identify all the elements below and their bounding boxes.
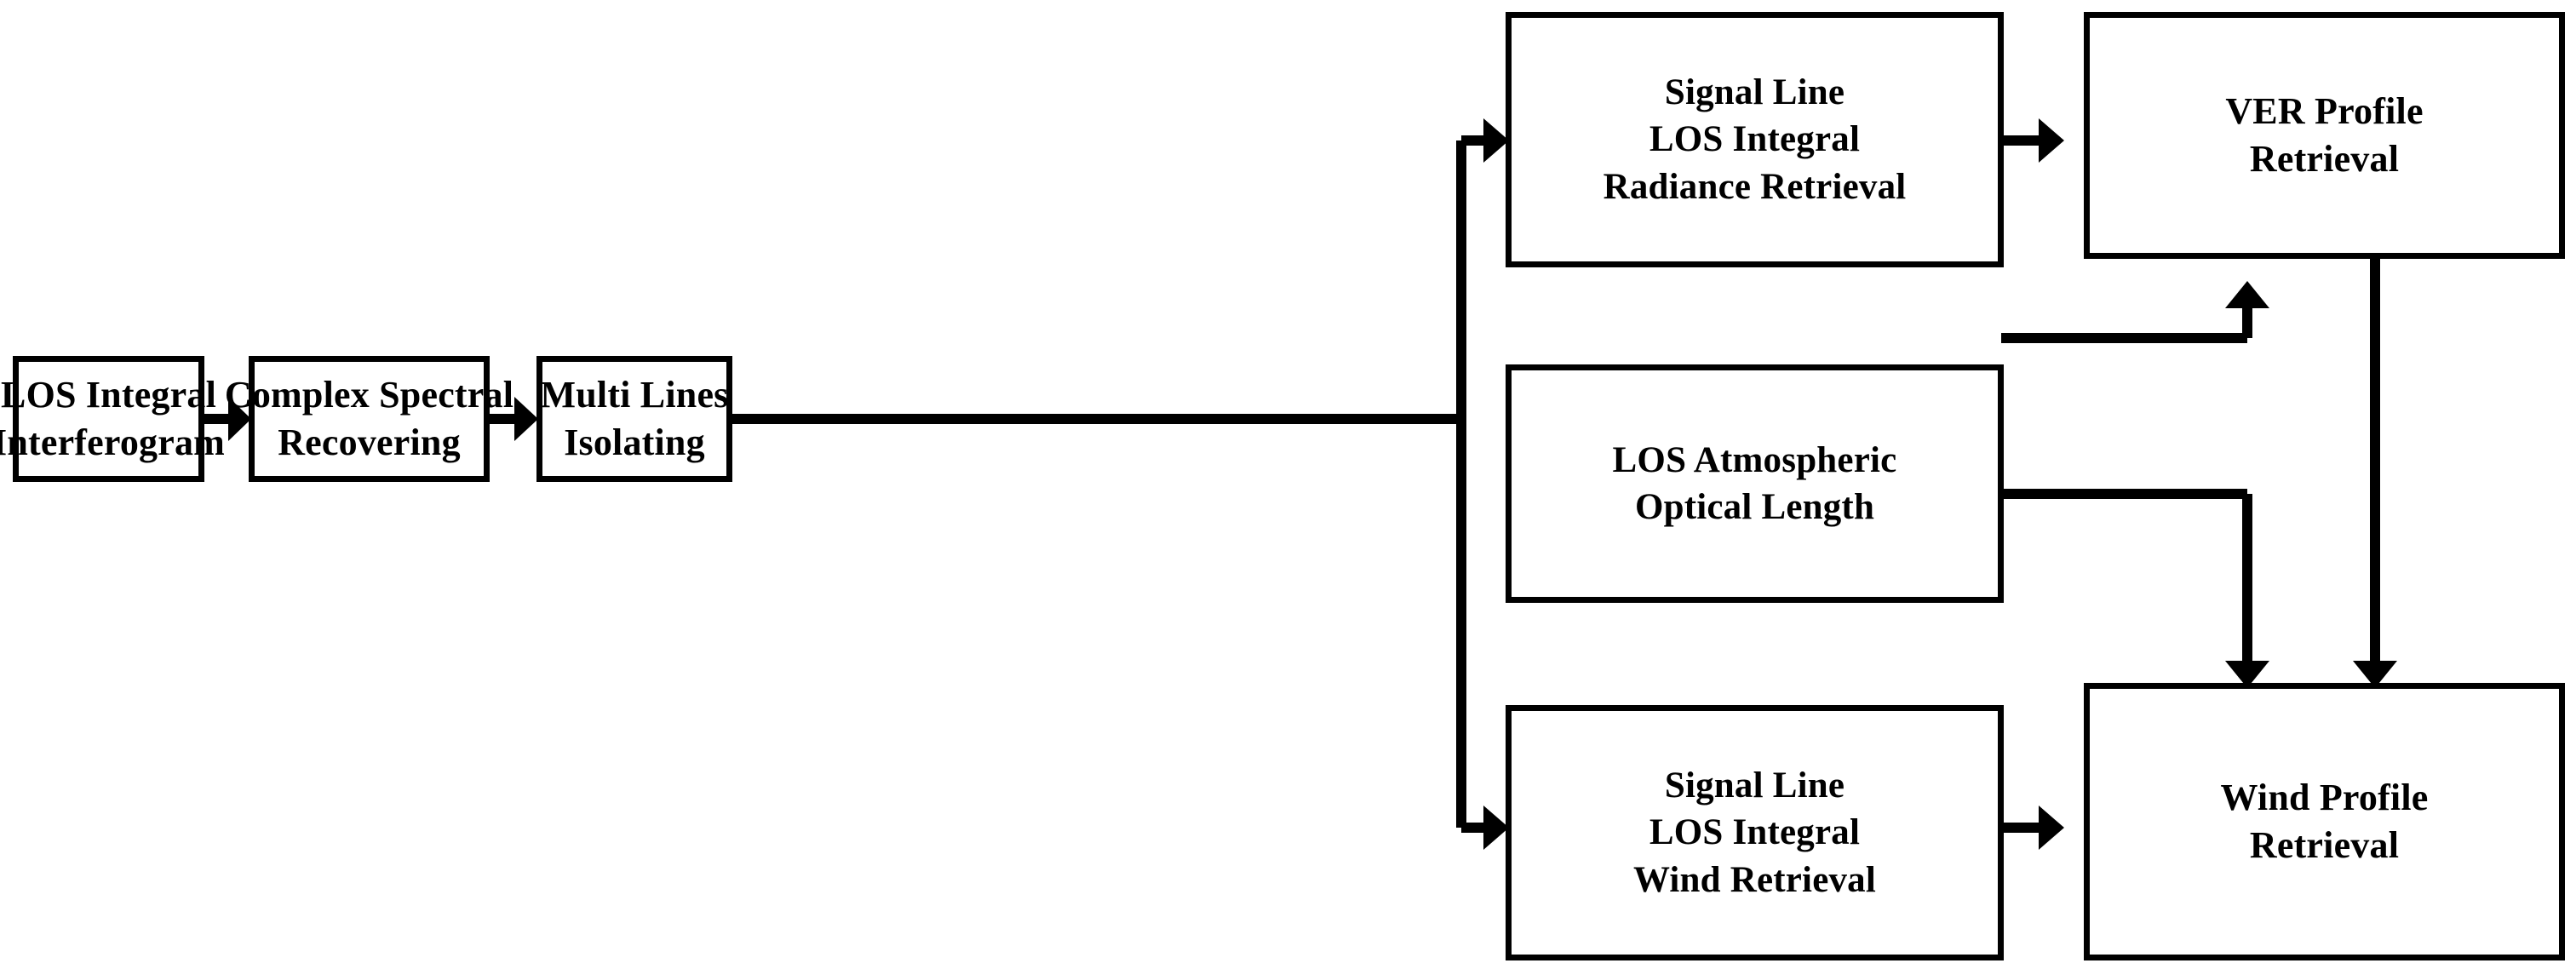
arrowhead-ver-to-windprofile: [2353, 661, 2397, 688]
arrowhead-opticallength-to-ver: [2225, 281, 2269, 308]
node-label-line: Complex Spectral: [224, 373, 514, 416]
node-ver-profile-retrieval[interactable]: VER Profile Retrieval: [2084, 12, 2565, 259]
arrowhead-interferogram-to-spectral: [228, 397, 251, 441]
node-label-line: Retrieval: [2249, 824, 2400, 866]
node-label-line: LOS Integral: [1, 373, 216, 416]
node-los-atmospheric-optical-length[interactable]: LOS Atmospheric Optical Length: [1506, 364, 2004, 603]
node-label-line: Signal Line: [1664, 72, 1845, 113]
arrowhead-spectral-to-multilines: [514, 397, 538, 441]
node-label-line: Recovering: [278, 421, 461, 463]
node-label-line: Multi Lines: [540, 373, 729, 416]
arrowhead-branch-to-radiance: [1483, 118, 1509, 163]
node-label-line: Isolating: [564, 421, 705, 463]
node-label-line: Radiance Retrieval: [1603, 166, 1907, 207]
node-label-line: Optical Length: [1634, 487, 1875, 527]
arrowhead-branch-to-windretrieval: [1483, 806, 1509, 850]
node-wind-profile-retrieval[interactable]: Wind Profile Retrieval: [2084, 683, 2565, 960]
arrowhead-radiance-to-ver: [2039, 118, 2064, 163]
node-signal-line-los-integral-radiance-retrieval[interactable]: Signal Line LOS Integral Radiance Retrie…: [1506, 12, 2004, 267]
node-multi-lines-isolating[interactable]: Multi Lines Isolating: [536, 356, 732, 482]
arrowhead-windretrieval-to-windprofile: [2039, 806, 2064, 850]
node-label-line: Interferogram: [0, 421, 226, 463]
node-label-line: LOS Atmospheric: [1612, 439, 1897, 480]
node-label-line: LOS Integral: [1649, 119, 1861, 160]
node-label-line: VER Profile: [2225, 89, 2424, 132]
node-complex-spectral-recovering[interactable]: Complex Spectral Recovering: [225, 356, 513, 482]
node-label-line: Signal Line: [1664, 765, 1845, 806]
arrowhead-opticallength-to-windprofile: [2225, 661, 2269, 688]
node-signal-line-los-integral-wind-retrieval[interactable]: Signal Line LOS Integral Wind Retrieval: [1506, 705, 2004, 960]
node-label-line: LOS Integral: [1649, 812, 1861, 853]
node-label-line: Wind Profile: [2220, 776, 2429, 818]
node-label-line: Wind Retrieval: [1632, 859, 1877, 900]
node-label-line: Retrieval: [2249, 138, 2400, 180]
node-los-integral-interferogram[interactable]: LOS Integral Interferogram: [0, 356, 225, 482]
